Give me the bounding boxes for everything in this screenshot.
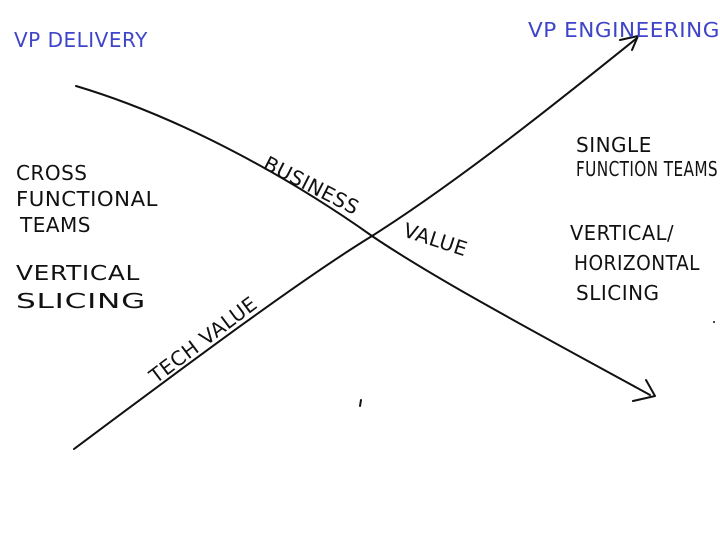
- left-note-line-4: VERTICAL: [16, 261, 140, 285]
- right-note-line-4: HORIZONTAL: [574, 251, 700, 275]
- tech-value-arrowhead: [619, 35, 639, 51]
- business-value-arrowhead: [632, 379, 656, 402]
- left-note-line-2: FUNCTIONAL: [16, 187, 158, 211]
- right-note-line-3: VERTICAL/: [570, 221, 674, 245]
- heading-vp-delivery: VP DELIVERY: [14, 28, 148, 52]
- left-note-line-5: SLICING: [16, 289, 146, 313]
- axis-label-business: BUSINESS: [260, 151, 364, 220]
- ink-dot: [713, 321, 715, 323]
- left-note-line-3: TEAMS: [19, 213, 91, 237]
- axis-label-tech-value: TECH VALUE: [144, 291, 262, 388]
- heading-vp-engineering: VP ENGINEERING: [528, 18, 720, 42]
- right-note-line-1: SINGLE: [576, 133, 652, 157]
- left-note-line-1: CROSS: [16, 161, 88, 185]
- tech-value-axis: [73, 37, 638, 450]
- axis-label-value: VALUE: [400, 218, 470, 261]
- ink-mark: [359, 399, 362, 407]
- right-note-line-5: SLICING: [576, 281, 660, 305]
- right-note-line-2: FUNCTION TEAMS: [576, 157, 718, 181]
